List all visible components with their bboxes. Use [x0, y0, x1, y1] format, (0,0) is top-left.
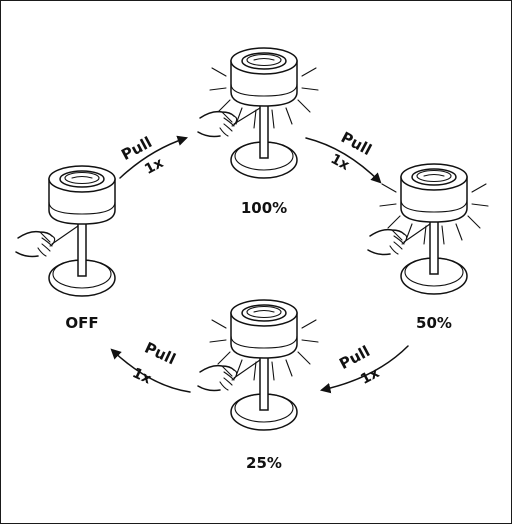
lamp-100-drawing: [230, 47, 298, 179]
pull-cord: [51, 225, 79, 245]
lamp-label-25: 25%: [246, 454, 282, 472]
pull-cord: [403, 223, 431, 243]
arrow-icon: [319, 345, 409, 394]
lamp-25: [197, 299, 319, 431]
step-count-label: 1x: [130, 365, 154, 387]
step-100-to-50: Pull 1x: [305, 128, 382, 184]
lamp-label-100: 100%: [241, 199, 287, 217]
lamp-50: [367, 163, 489, 295]
step-count-label: 1x: [142, 155, 166, 178]
lamp-off-drawing: [48, 165, 116, 297]
lamp-50-drawing: [400, 163, 468, 295]
pull-hand-icon: [197, 364, 238, 392]
arrow-icon: [119, 135, 188, 179]
step-action-label: Pull: [142, 339, 179, 369]
step-25-to-off: Pull 1x: [110, 339, 191, 393]
pull-hand-icon: [15, 230, 56, 258]
lamp-off: [15, 165, 116, 297]
lamp-label-50: 50%: [416, 314, 452, 332]
lamp-100: [197, 47, 319, 179]
step-off-to-100: Pull 1x: [118, 133, 188, 179]
pull-hand-icon: [367, 228, 408, 256]
pull-cord: [233, 107, 261, 125]
pull-hand-icon: [197, 110, 238, 138]
pull-cord: [233, 359, 261, 379]
arrow-icon: [305, 137, 382, 184]
step-count-label: 1x: [358, 365, 382, 388]
step-50-to-25: Pull 1x: [319, 342, 409, 394]
arrow-icon: [110, 348, 191, 393]
step-count-label: 1x: [328, 151, 352, 174]
lamp-25-drawing: [230, 299, 298, 431]
lamp-label-off: OFF: [65, 314, 98, 332]
